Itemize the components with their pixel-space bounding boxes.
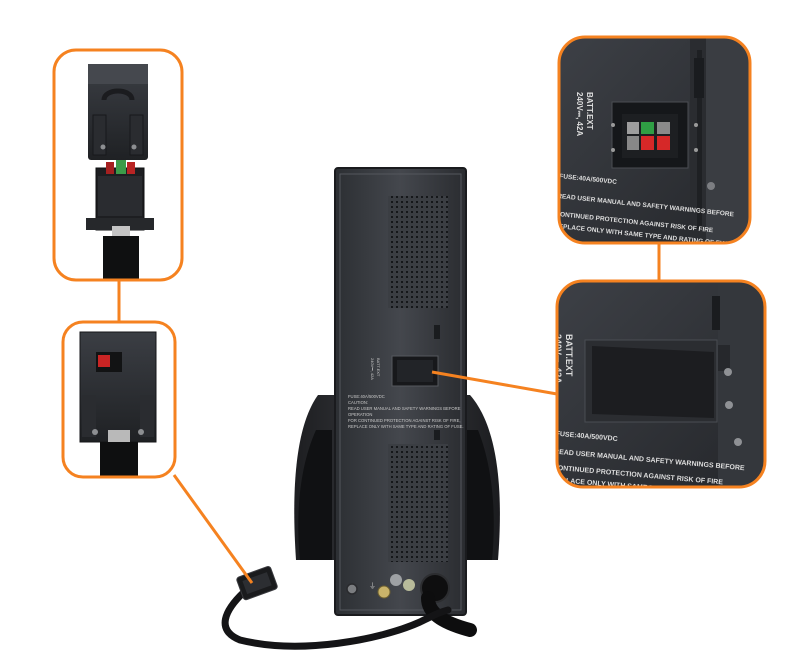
rear-text-5: FOR CONTINUED PROTECTION AGAINST RISK OF…	[348, 418, 461, 423]
indicator-grey-2	[403, 579, 415, 591]
zoom-rating-label: 240V⎓, 42A	[575, 92, 584, 136]
callout-plug-exploded	[52, 48, 184, 282]
callout-port-covered: BATT.EXT 240V⎓, 42A FUSE:40A/500VDC READ…	[553, 279, 767, 489]
callout-plug-assembled	[61, 320, 177, 479]
covered-batt-ext-label: BATT.EXT	[564, 334, 574, 377]
rear-text-4: OPERATION	[348, 412, 372, 417]
rear-text-1: FUSE:40A/500VDC	[348, 394, 385, 399]
unit-warning-label: FUSE:40A/500VDC CAUTION: READ USER MANUA…	[348, 394, 464, 429]
callout-lines	[117, 243, 661, 584]
callout-battery-port: BATT.EXT 240V⎓, 42A FUSE:40A/500VDC READ…	[557, 35, 752, 245]
upper-vent-grille	[388, 196, 448, 308]
ground-symbol: ⏚	[369, 582, 376, 590]
unit-rating-label: 240V⎓, 42A	[370, 358, 375, 380]
lower-vent-grille	[388, 444, 448, 562]
rear-text-2: CAUTION:	[348, 400, 368, 405]
rear-text-6: REPLACE ONLY WITH SAME TYPE AND RATING O…	[348, 424, 464, 429]
zoom-batt-ext-label: BATT.EXT	[585, 92, 594, 130]
rear-text-3: READ USER MANUAL AND SAFETY WARNINGS BEF…	[348, 406, 461, 411]
indicator-grey-1	[390, 574, 402, 586]
unit-batt-ext-label: BATT.EXT	[376, 358, 381, 377]
ground-screw	[346, 583, 358, 595]
covered-rating-label: 240V⎓, 42A	[553, 334, 563, 384]
indicator-yellow	[377, 585, 391, 599]
ups-unit: BATT.EXT 240V⎓, 42A FUSE:40A/500VDC CAUT…	[294, 167, 500, 637]
